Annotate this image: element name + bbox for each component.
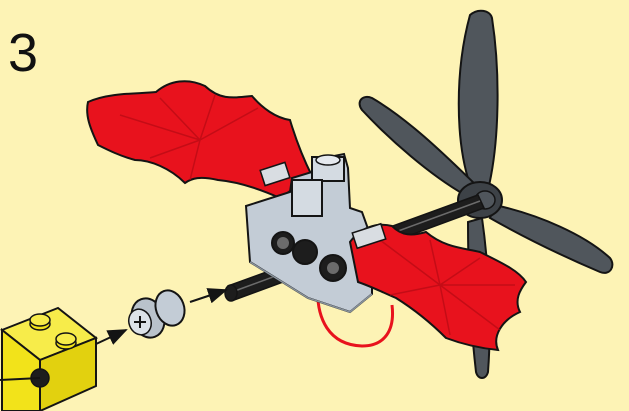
technic-brick-yellow [0,308,96,411]
assembly-arrow-icon [190,290,226,302]
wing-left [87,81,312,198]
assembly-arrow-icon [96,330,126,344]
bush [125,286,189,342]
wing-right [350,224,526,350]
